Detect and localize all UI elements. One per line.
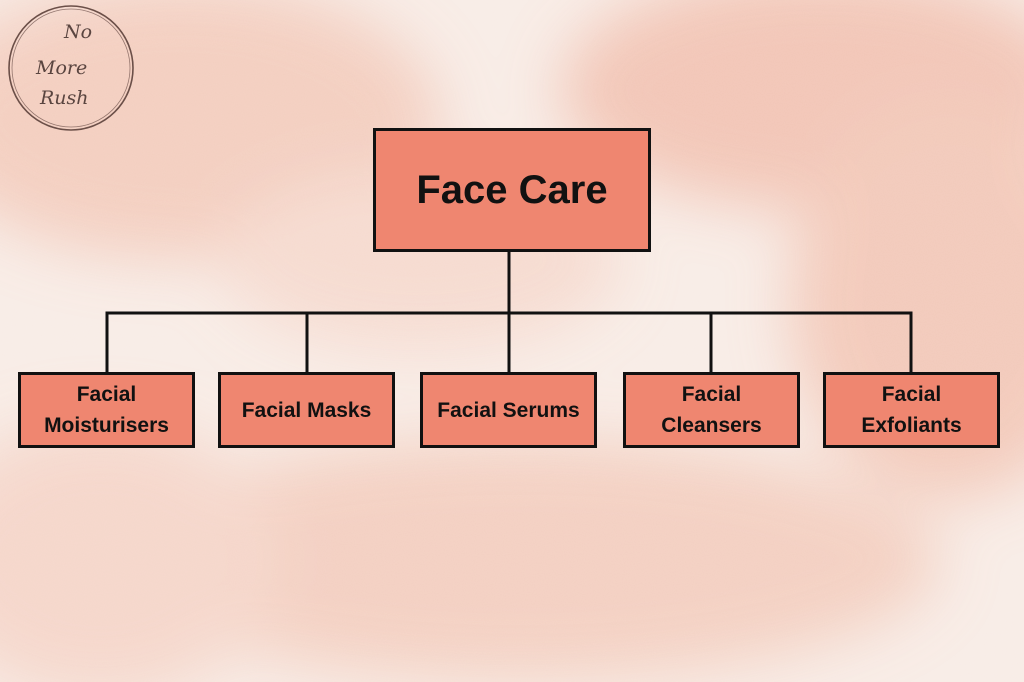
child-node-facial-moisturisers: Facial Moisturisers xyxy=(18,372,195,448)
child-node-label: Facial Serums xyxy=(437,398,580,422)
child-node-facial-cleansers: Facial Cleansers xyxy=(623,372,800,448)
no-more-rush-logo: No More Rush xyxy=(8,5,134,131)
child-node-facial-exfoliants: Facial Exfoliants xyxy=(823,372,1000,448)
child-node-facial-masks: Facial Masks xyxy=(218,372,395,448)
svg-text:More: More xyxy=(35,57,87,79)
root-node-label: Face Care xyxy=(416,167,608,212)
child-node-label: Facial Exfoliants xyxy=(861,383,962,437)
child-node-label: Facial Masks xyxy=(241,398,372,422)
child-node-label: Facial Moisturisers xyxy=(44,383,169,437)
root-node-face-care: Face Care xyxy=(373,128,651,252)
child-node-label: Facial Cleansers xyxy=(661,383,762,437)
child-node-facial-serums: Facial Serums xyxy=(420,372,597,448)
svg-text:No: No xyxy=(63,21,92,43)
svg-text:Rush: Rush xyxy=(39,87,89,109)
